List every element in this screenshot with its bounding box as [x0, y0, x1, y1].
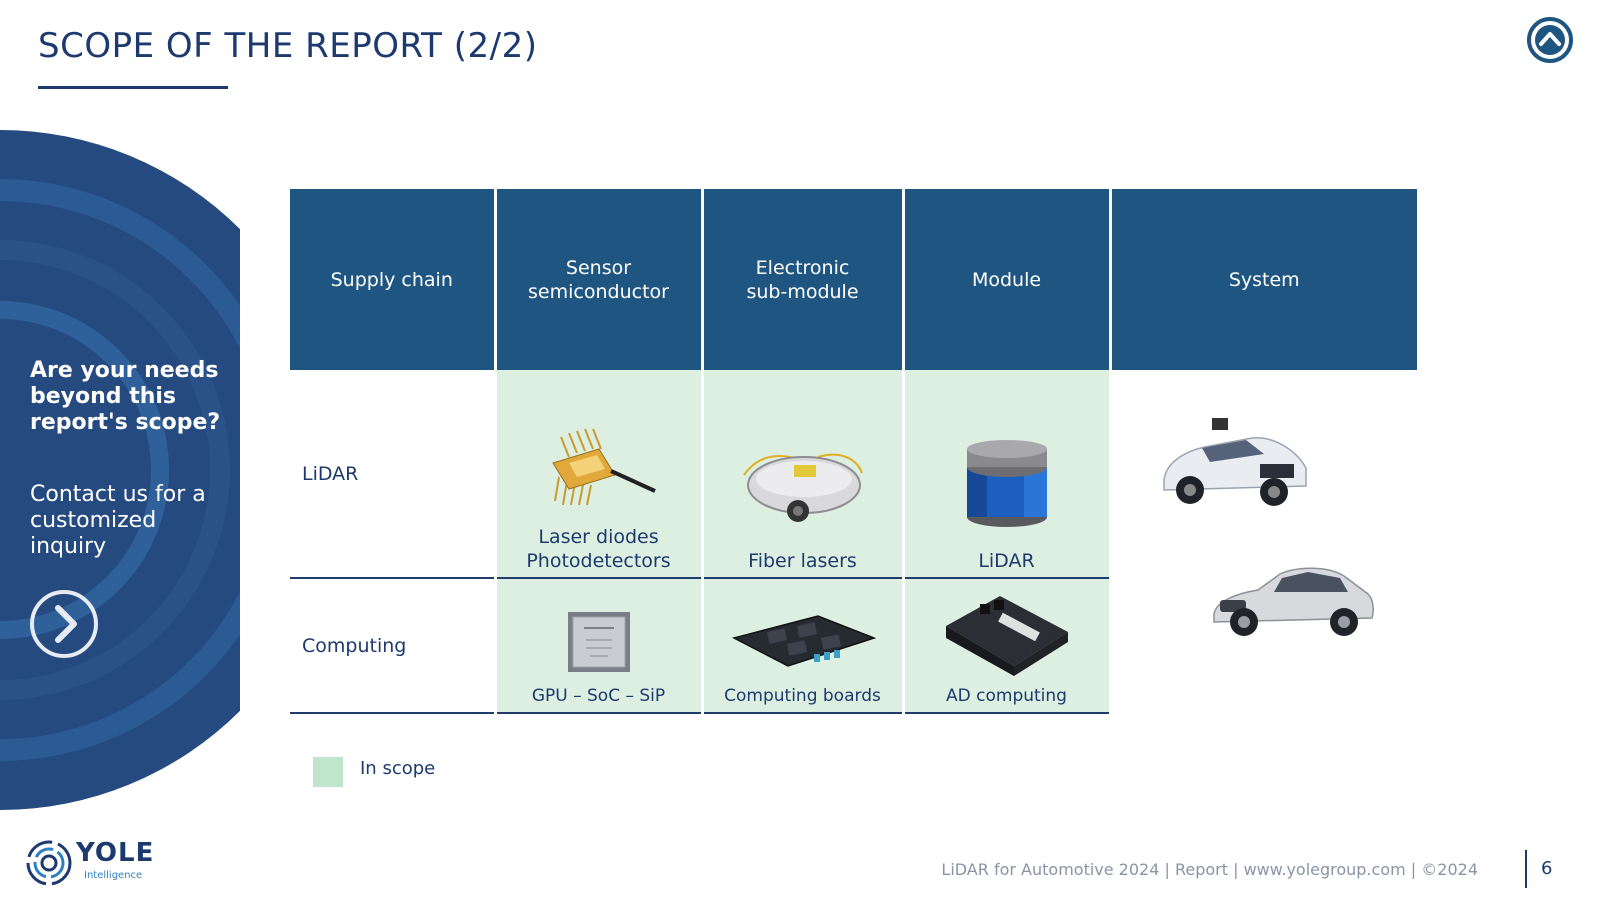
cell-label: Fiber lasers: [748, 550, 857, 572]
scope-table: Supply chain Sensor semiconductor Electr…: [290, 189, 1417, 714]
cell-label: AD computing: [946, 686, 1067, 706]
cell-lidar-module: LiDAR: [901, 370, 1110, 579]
cell-label: Computing boards: [724, 686, 881, 706]
footer-divider: [1525, 850, 1527, 888]
cell-system: [1108, 370, 1417, 713]
header-system: System: [1108, 189, 1417, 370]
table-row: Computing GPU – SoC – SiP: [290, 578, 1417, 714]
promo-arc-background: [0, 130, 240, 810]
cell-gpu-soc-sip: GPU – SoC – SiP: [493, 578, 702, 714]
header-sensor-semiconductor: Sensor semiconductor: [493, 189, 702, 370]
logo-wordmark: YOLE: [76, 838, 155, 868]
header-electronic-sub-module: Electronic sub-module: [700, 189, 903, 370]
computing-board-image: [731, 615, 876, 667]
laser-diode-image: [551, 428, 656, 506]
header-supply-chain: Supply chain: [290, 189, 495, 370]
sedan-car-image: [1212, 567, 1374, 636]
cell-computing-boards: Computing boards: [700, 578, 903, 714]
promo-cta: Contact us for a customized inquiry: [30, 482, 206, 559]
chip-image: [567, 612, 630, 672]
cell-label: Laser diodes Photodetectors: [526, 526, 671, 572]
header-label: Electronic sub-module: [746, 256, 859, 303]
footer-text: LiDAR for Automotive 2024 | Report | www…: [941, 860, 1478, 879]
table-header-row: Supply chain Sensor semiconductor Electr…: [290, 189, 1417, 370]
ad-computer-image: [945, 596, 1068, 676]
row-label-lidar: LiDAR: [290, 370, 495, 579]
cell-label: LiDAR: [978, 550, 1035, 572]
cell-label: GPU – SoC – SiP: [531, 686, 666, 706]
cell-fiber-lasers: Fiber lasers: [700, 370, 903, 579]
robotaxi-car-image: [1162, 418, 1307, 506]
legend-label: In scope: [360, 758, 436, 779]
header-label: Sensor semiconductor: [528, 256, 669, 303]
logo-subtitle: Intelligence: [84, 870, 143, 881]
table-row: LiDAR Laser diodes Photodetectors: [290, 370, 1417, 713]
contact-arrow-icon[interactable]: [28, 588, 100, 660]
cell-laser-diodes: Laser diodes Photodetectors: [493, 370, 702, 579]
page-number: 6: [1541, 858, 1553, 879]
back-to-top-icon[interactable]: [1526, 16, 1574, 64]
fiber-laser-image: [742, 453, 863, 522]
promo-question: Are your needs beyond this report's scop…: [30, 358, 221, 435]
header-module: Module: [901, 189, 1110, 370]
legend-swatch: [313, 757, 343, 787]
cell-ad-computing: AD computing: [901, 578, 1110, 714]
page-title: SCOPE OF THE REPORT (2/2): [38, 26, 538, 66]
lidar-sensor-image: [966, 440, 1047, 527]
row-label-computing: Computing: [290, 578, 495, 714]
yole-logo-icon: [26, 840, 72, 886]
title-underline: [38, 86, 228, 89]
